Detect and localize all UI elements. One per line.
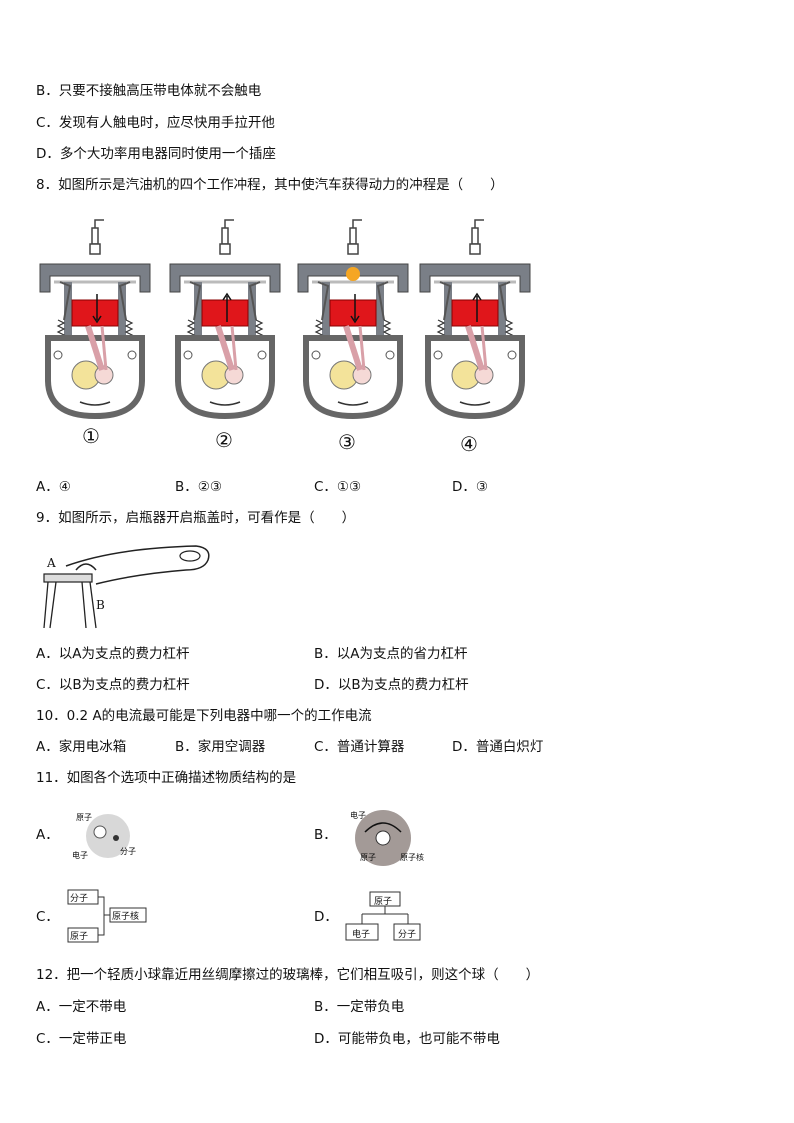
q7-option-d: D．多个大功率用电器同时使用一个插座	[36, 146, 276, 162]
fig-label-a: A	[47, 556, 56, 570]
q8-option-b: B．②③	[175, 479, 222, 495]
engine-label-2: ②	[215, 428, 233, 452]
fig-b-electron-label: 电子	[350, 811, 366, 820]
q10-option-c: C．普通计算器	[314, 739, 405, 755]
q11-option-a: A．	[36, 827, 59, 843]
q9-stem: 9．如图所示，启瓶器开启瓶盖时，可看作是（ ）	[36, 510, 356, 526]
q12-option-c: C．一定带正电	[36, 1031, 127, 1047]
q11-option-d: D．	[314, 909, 338, 925]
engine-label-1: ①	[82, 424, 100, 448]
q9-option-a: A．以A为支点的费力杠杆	[36, 646, 190, 662]
q10-option-a: A．家用电冰箱	[36, 739, 127, 755]
fig-c-nucleus-label: 原子核	[112, 912, 140, 922]
fig-b-atom-label: 原子	[360, 853, 376, 862]
engine-strokes-figure	[0, 210, 794, 470]
fig-a-molecule-label: 分子	[120, 847, 136, 856]
q12-option-d: D．可能带负电，也可能不带电	[314, 1031, 500, 1047]
structure-figure-c	[67, 889, 147, 943]
q8-option-a: A．④	[36, 479, 71, 495]
q8-stem: 8．如图所示是汽油机的四个工作冲程，其中使汽车获得动力的冲程是（ ）	[36, 177, 504, 193]
fig-d-atom-label: 原子	[374, 897, 393, 907]
fig-c-molecule-label: 分子	[70, 894, 89, 904]
structure-figure-d	[345, 891, 421, 941]
q9-option-b: B．以A为支点的省力杠杆	[314, 646, 468, 662]
q11-stem: 11．如图各个选项中正确描述物质结构的是	[36, 770, 297, 786]
q7-option-b: B．只要不接触高压带电体就不会触电	[36, 83, 262, 99]
engine-label-4: ④	[460, 432, 478, 456]
bottle-opener-figure	[43, 545, 210, 629]
q10-option-b: B．家用空调器	[175, 739, 266, 755]
fig-c-atom-label: 原子	[70, 932, 89, 942]
q10-option-d: D．普通白炽灯	[452, 739, 544, 755]
fig-d-electron-label: 电子	[352, 930, 371, 940]
structure-figure-b	[355, 810, 411, 866]
q8-option-c: C．①③	[314, 479, 362, 495]
fig-a-electron-label: 电子	[72, 851, 88, 860]
fig-b-nucleus-label: 原子核	[400, 853, 424, 862]
q10-stem: 10．0.2 A的电流最可能是下列电器中哪一个的工作电流	[36, 708, 372, 724]
q7-option-c: C．发现有人触电时，应尽快用手拉开他	[36, 115, 275, 131]
q9-option-d: D．以B为支点的费力杠杆	[314, 677, 469, 693]
q12-option-b: B．一定带负电	[314, 999, 405, 1015]
fig-a-atom-label: 原子	[76, 813, 92, 822]
q11-option-b: B．	[314, 827, 337, 843]
fig-label-b: B	[96, 598, 105, 612]
q9-option-c: C．以B为支点的费力杠杆	[36, 677, 190, 693]
q12-option-a: A．一定不带电	[36, 999, 127, 1015]
q12-stem: 12．把一个轻质小球靠近用丝绸摩擦过的玻璃棒，它们相互吸引，则这个球（ ）	[36, 967, 540, 983]
structure-figure-a	[86, 814, 130, 858]
engine-label-3: ③	[338, 430, 356, 454]
q8-option-d: D．③	[452, 479, 488, 495]
fig-d-molecule-label: 分子	[398, 930, 417, 940]
q11-option-c: C．	[36, 909, 59, 925]
